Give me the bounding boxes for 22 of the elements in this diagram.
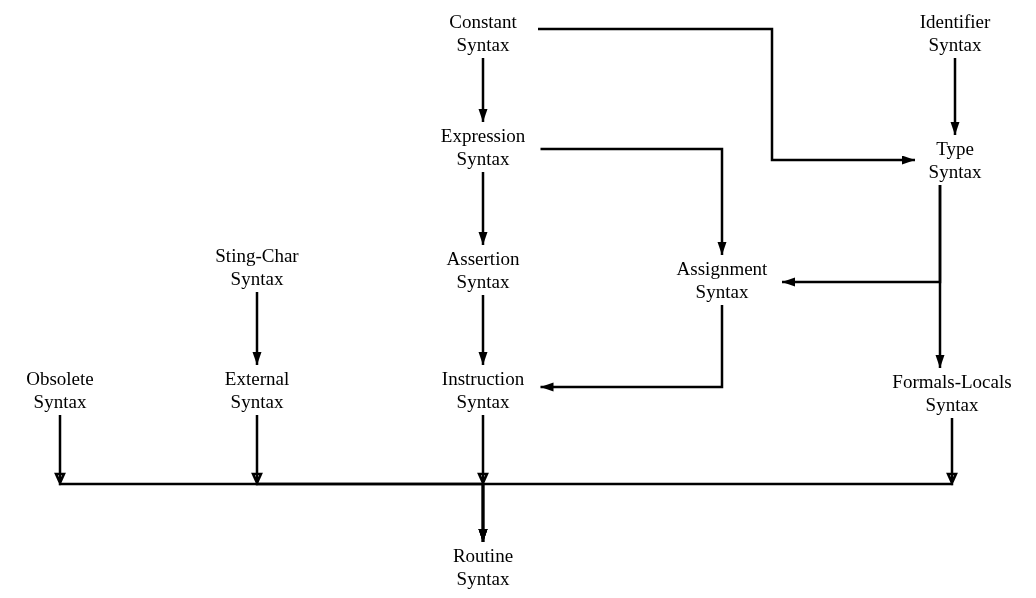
node-label: Constant Syntax [448, 10, 518, 56]
node-label: Sting-Char Syntax [214, 244, 300, 290]
arrow [950, 58, 960, 135]
node-label: External Syntax [223, 367, 291, 413]
node-label: Obsolete Syntax [25, 367, 95, 413]
node-label: Identifier Syntax [918, 10, 992, 56]
arrow [538, 27, 915, 165]
node-label: Expression Syntax [439, 124, 527, 170]
arrow [478, 416, 958, 544]
node-label: Assertion Syntax [445, 247, 521, 293]
arrow [540, 147, 727, 255]
arrow [478, 295, 488, 365]
arrow [935, 185, 945, 368]
node-label: Type Syntax [927, 137, 983, 183]
arrow [478, 172, 488, 245]
node-label: Routine Syntax [451, 544, 515, 590]
arrow [478, 58, 488, 122]
node-label: Assignment Syntax [675, 257, 769, 303]
arrow [540, 305, 724, 392]
arrow [252, 292, 262, 365]
node-label: Formals-Locals Syntax [891, 370, 1013, 416]
node-label: Instruction Syntax [440, 367, 526, 413]
